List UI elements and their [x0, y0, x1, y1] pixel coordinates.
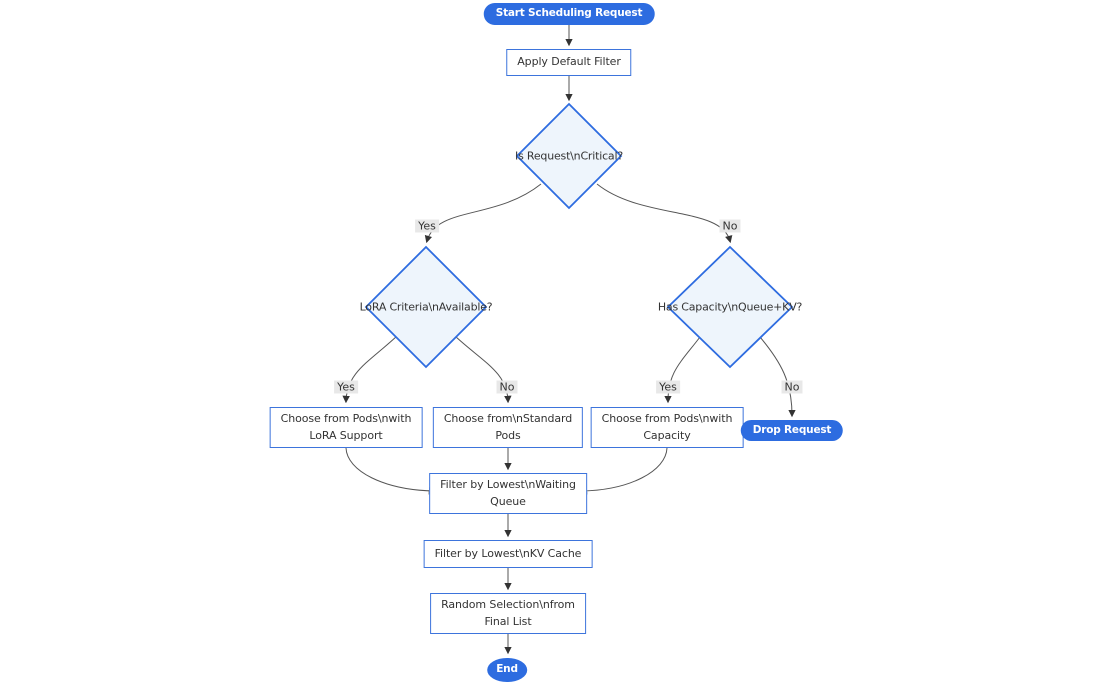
edge-label-capacity-yes: Yes — [656, 380, 680, 394]
node-apply-default-filter: Apply Default Filter — [506, 49, 632, 76]
edge-label-critical-no: No — [719, 219, 741, 233]
edge-choose-lora-to-filter-waiting — [345, 447, 437, 495]
edge-label-lora-no: No — [496, 380, 518, 394]
decision-has-capacity-shape — [666, 245, 794, 369]
edge-label-lora-yes: Yes — [334, 380, 358, 394]
node-filter-waiting-queue: Filter by Lowest\nWaiting Queue — [429, 473, 587, 514]
node-lora-criteria-label: LoRA Criteria\nAvailable? — [359, 300, 493, 314]
node-choose-standard-pods: Choose from\nStandard Pods — [432, 407, 584, 448]
node-choose-capacity-pods: Choose from Pods\nwith Capacity — [590, 407, 744, 448]
node-start: Start Scheduling Request — [483, 3, 655, 25]
edge-capacity-no-to-drop — [759, 336, 796, 418]
node-choose-lora-pods: Choose from Pods\nwith LoRA Support — [269, 407, 423, 448]
node-is-critical-label: Is Request\nCritical? — [515, 149, 623, 163]
decision-is-critical-shape — [515, 102, 623, 210]
edge-critical-no-to-capacity — [596, 183, 733, 244]
edge-critical-yes-to-lora — [424, 183, 542, 244]
node-drop-request: Drop Request — [740, 420, 844, 441]
node-has-capacity-label: Has Capacity\nQueue+KV? — [657, 300, 803, 314]
node-end: End — [487, 658, 527, 682]
edge-choose-capacity-to-filter-waiting — [579, 447, 668, 495]
decision-lora-criteria-shape — [364, 245, 488, 369]
node-random-selection: Random Selection\nfrom Final List — [430, 593, 586, 634]
edge-label-critical-yes: Yes — [415, 219, 439, 233]
node-filter-kv-cache: Filter by Lowest\nKV Cache — [423, 540, 593, 568]
edge-label-capacity-no: No — [781, 380, 803, 394]
